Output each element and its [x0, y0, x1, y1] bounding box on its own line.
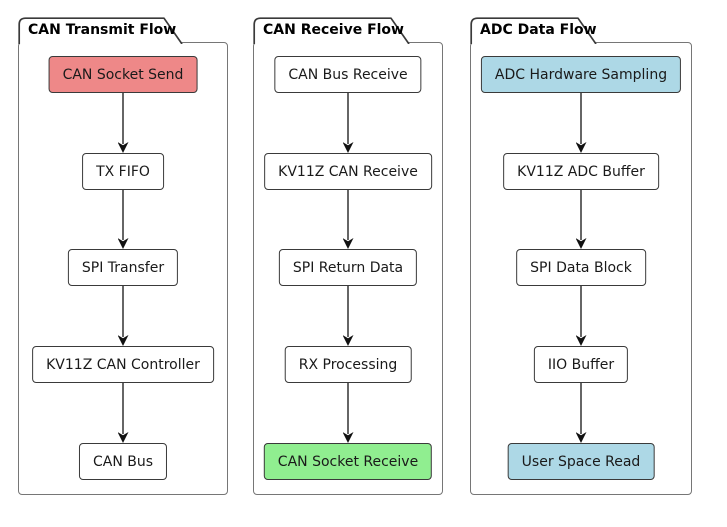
- arrow-line: [122, 93, 124, 144]
- arrowhead-down-icon: [117, 432, 129, 443]
- panel-adc-data-flow: ADC Data Flow ADC Hardware Sampling KV11…: [470, 17, 692, 495]
- arrow-line: [122, 286, 124, 337]
- arrow-line: [347, 93, 349, 144]
- node-can-socket-send: CAN Socket Send: [48, 56, 198, 93]
- node-spi-return-data: SPI Return Data: [278, 249, 418, 286]
- arrowhead-down-icon: [117, 142, 129, 153]
- panel-tab: CAN Transmit Flow: [18, 17, 186, 44]
- folder-tab-shape-icon: [18, 17, 183, 44]
- arrowhead-down-icon: [575, 142, 587, 153]
- arrowhead-down-icon: [342, 238, 354, 249]
- panel-title: CAN Receive Flow: [263, 22, 404, 38]
- node-tx-fifo: TX FIFO: [82, 153, 164, 190]
- flow-arrow: [117, 383, 129, 443]
- panel-can-transmit-flow: CAN Transmit Flow CAN Socket Send TX FIF…: [18, 17, 228, 495]
- folder-tab-shape-icon: [253, 17, 410, 44]
- node-user-space-read: User Space Read: [507, 443, 655, 480]
- node-kv11z-adc-buffer: KV11Z ADC Buffer: [503, 153, 659, 190]
- panel-tab: ADC Data Flow: [470, 17, 600, 44]
- arrow-line: [347, 383, 349, 434]
- arrow-line: [347, 286, 349, 337]
- arrow-line: [580, 286, 582, 337]
- arrow-line: [347, 190, 349, 240]
- arrowhead-down-icon: [575, 432, 587, 443]
- flow-arrow: [575, 93, 587, 153]
- panel-body: ADC Hardware Sampling KV11Z ADC Buffer S…: [470, 42, 692, 495]
- arrow-line: [122, 383, 124, 434]
- flow-arrow: [117, 93, 129, 153]
- node-can-socket-receive: CAN Socket Receive: [263, 443, 433, 480]
- flow-arrow: [575, 383, 587, 443]
- flow-arrow: [342, 383, 354, 443]
- flow-arrow: [575, 190, 587, 249]
- arrowhead-down-icon: [342, 142, 354, 153]
- folder-tab-shape-icon: [470, 17, 597, 44]
- panel-tab: CAN Receive Flow: [253, 17, 413, 44]
- node-rx-processing: RX Processing: [284, 346, 412, 383]
- arrowhead-down-icon: [342, 335, 354, 346]
- arrowhead-down-icon: [575, 238, 587, 249]
- panel-title: ADC Data Flow: [480, 22, 597, 38]
- panel-body: CAN Socket Send TX FIFO SPI Transfer KV1…: [18, 42, 228, 495]
- node-spi-transfer: SPI Transfer: [67, 249, 179, 286]
- flow-arrow: [575, 286, 587, 346]
- node-kv11z-can-receive: KV11Z CAN Receive: [264, 153, 432, 190]
- arrowhead-down-icon: [342, 432, 354, 443]
- flow-arrow: [342, 286, 354, 346]
- panel-body: CAN Bus Receive KV11Z CAN Receive SPI Re…: [253, 42, 443, 495]
- node-can-bus: CAN Bus: [78, 443, 168, 480]
- flow-arrow: [117, 190, 129, 249]
- flow-arrow: [117, 286, 129, 346]
- arrowhead-down-icon: [575, 335, 587, 346]
- node-spi-data-block: SPI Data Block: [516, 249, 646, 286]
- arrowhead-down-icon: [117, 238, 129, 249]
- arrow-line: [122, 190, 124, 240]
- panel-title: CAN Transmit Flow: [28, 22, 177, 38]
- node-adc-hardware-sampling: ADC Hardware Sampling: [480, 56, 682, 93]
- flow-arrow: [342, 93, 354, 153]
- node-kv11z-can-controller: KV11Z CAN Controller: [32, 346, 214, 383]
- node-iio-buffer: IIO Buffer: [533, 346, 629, 383]
- flow-arrow: [342, 190, 354, 249]
- arrow-line: [580, 383, 582, 434]
- arrow-line: [580, 93, 582, 144]
- arrow-line: [580, 190, 582, 240]
- arrowhead-down-icon: [117, 335, 129, 346]
- panel-can-receive-flow: CAN Receive Flow CAN Bus Receive KV11Z C…: [253, 17, 443, 495]
- node-can-bus-receive: CAN Bus Receive: [274, 56, 422, 93]
